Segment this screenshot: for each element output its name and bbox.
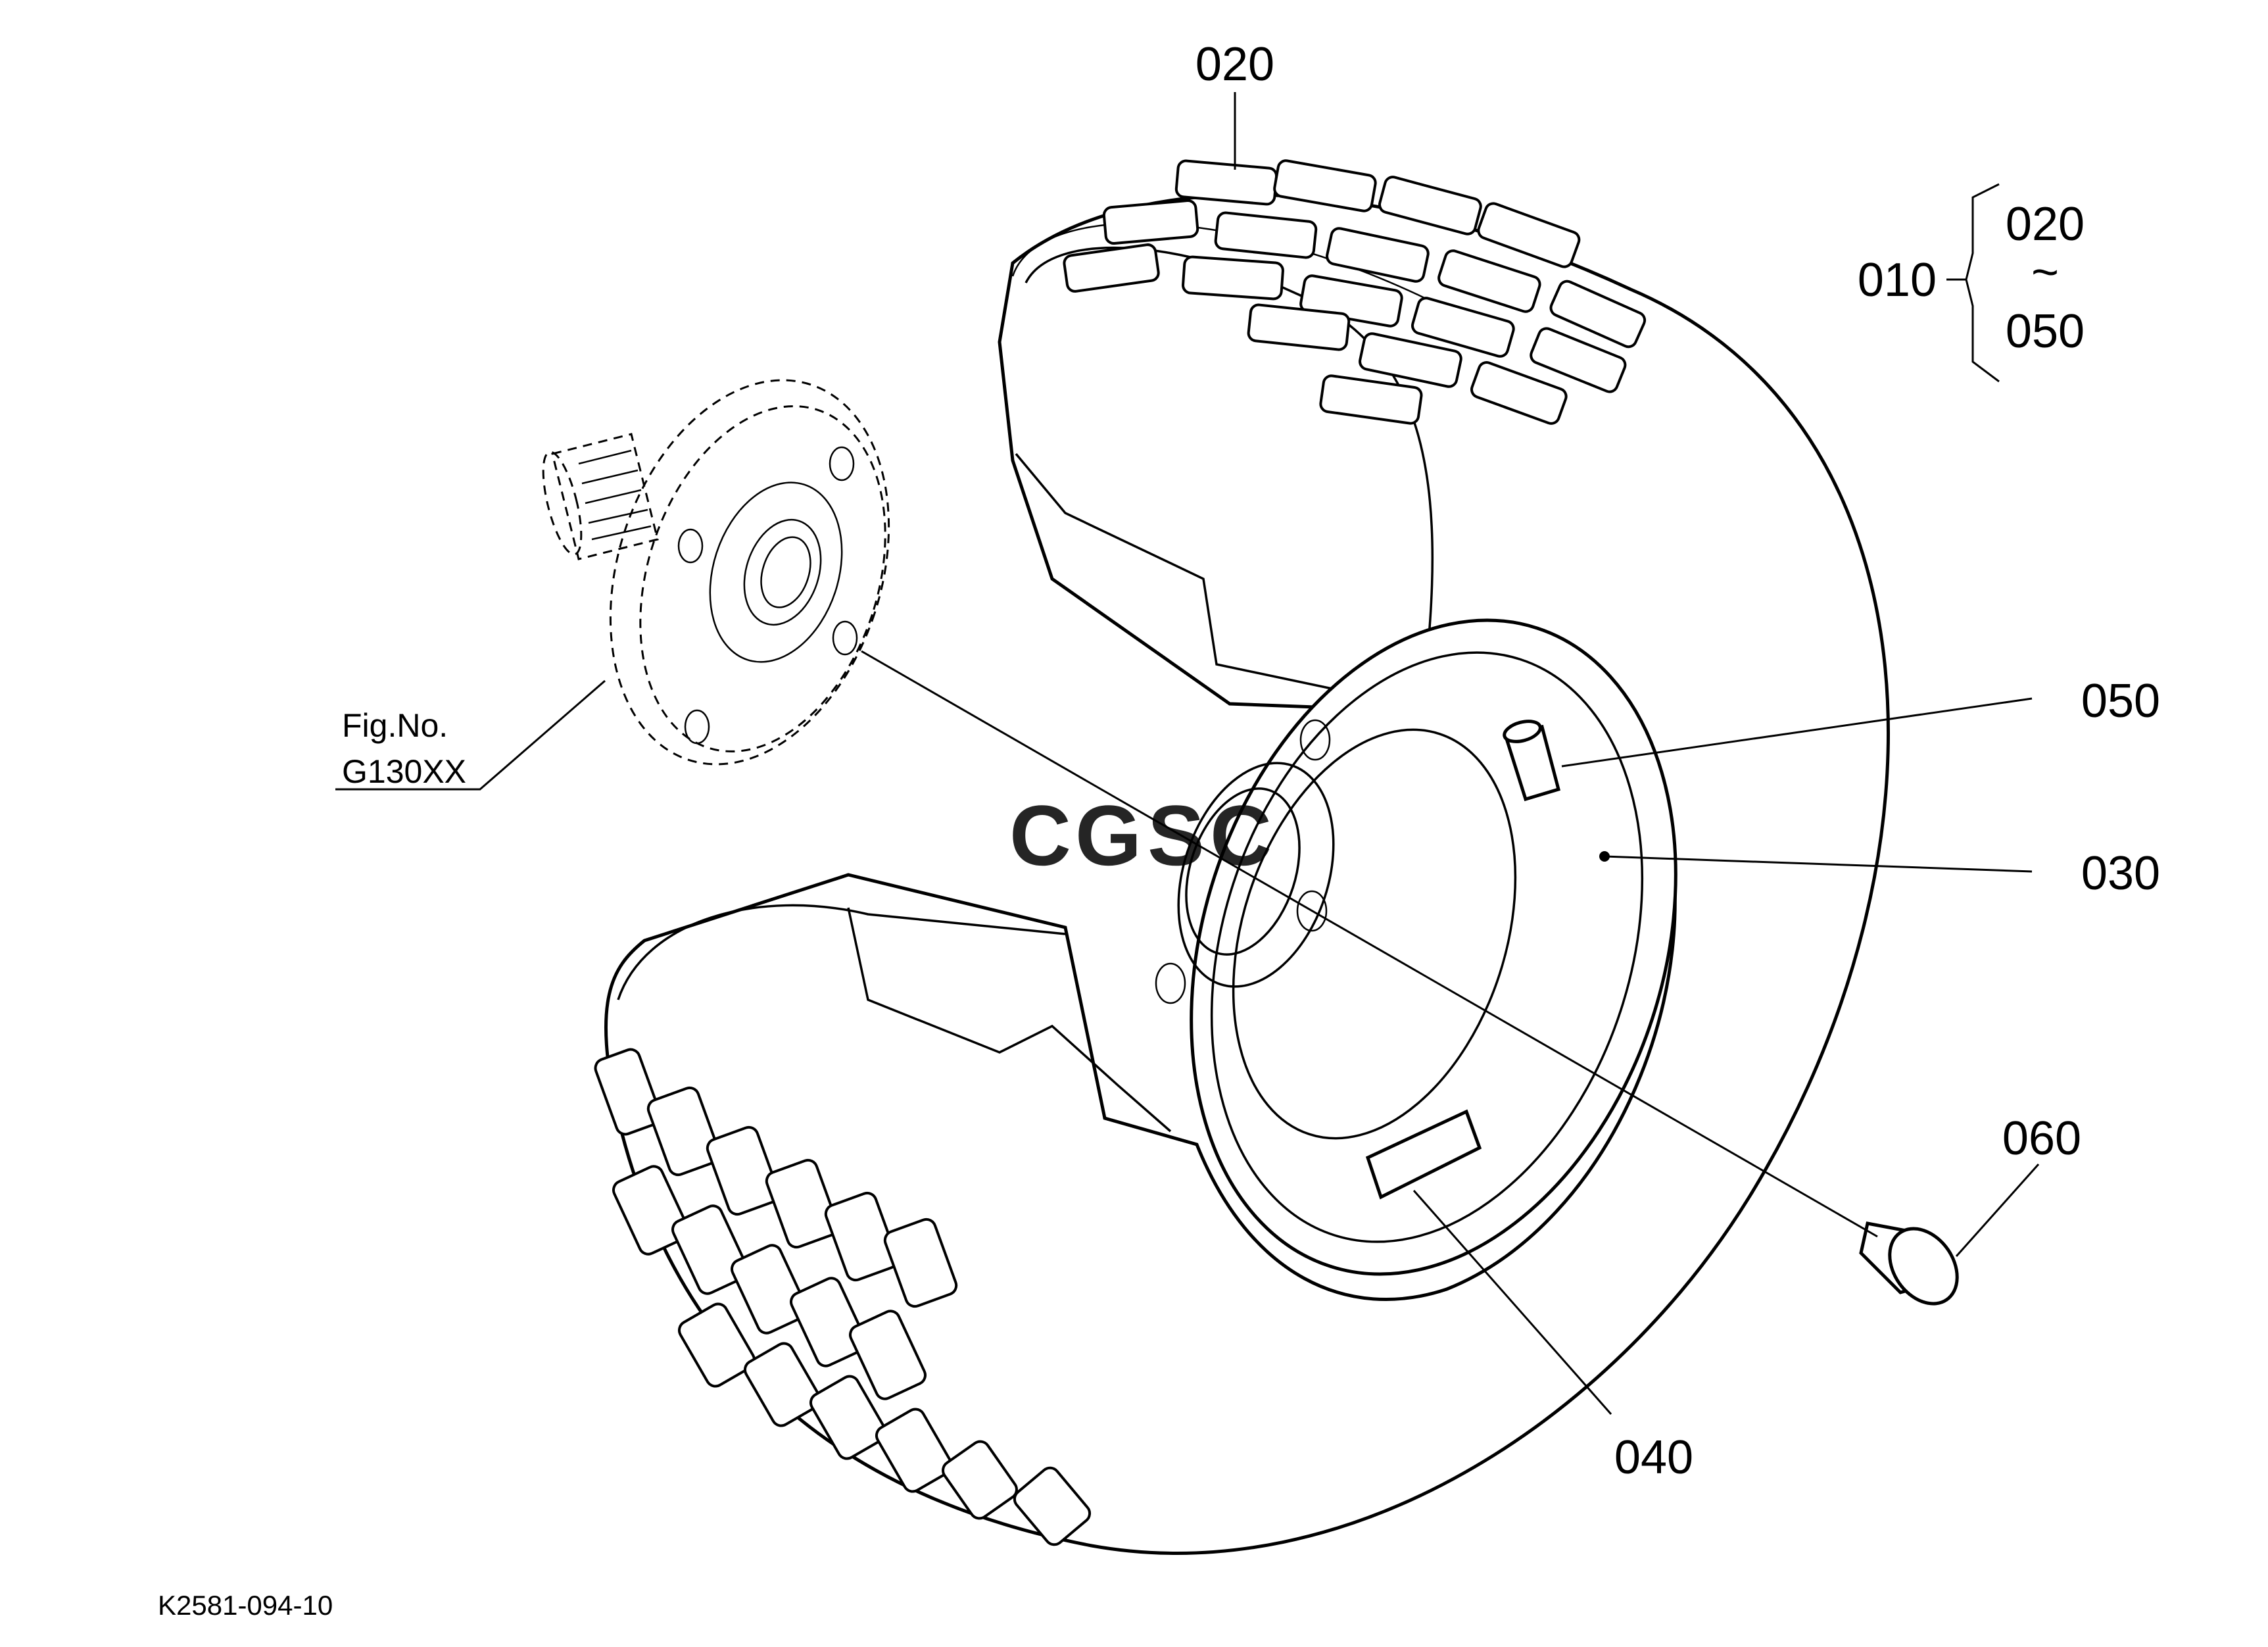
tread-lower	[594, 1048, 1092, 1546]
wheel-bolt	[1859, 1221, 1959, 1306]
callout-020-range: 020	[2006, 198, 2085, 251]
figure-reference: Fig.No. G130XX	[342, 707, 466, 790]
leader-lines	[335, 92, 2040, 1415]
figure-ref-number: G130XX	[342, 753, 466, 790]
callout-050-range: 050	[2006, 305, 2085, 358]
watermark: C G S C	[1009, 787, 1272, 883]
figure-ref-label: Fig.No.	[342, 707, 448, 744]
callout-030: 030	[2081, 847, 2160, 900]
callout-060: 060	[2002, 1112, 2081, 1165]
watermark-letter-c2: C	[1210, 787, 1272, 883]
callout-010: 010	[1858, 254, 1937, 307]
watermark-letter-g: G	[1075, 787, 1142, 883]
rim-weight	[1365, 1109, 1482, 1200]
callout-040: 040	[1614, 1431, 1693, 1484]
hub-flange	[542, 379, 890, 766]
callout-050: 050	[2081, 675, 2160, 727]
callouts: 020 010 020 ~ 050 050 030 060 040	[1195, 38, 2160, 1484]
callout-020-top: 020	[1195, 38, 1274, 91]
valve	[1503, 720, 1561, 802]
watermark-letter-s: S	[1147, 787, 1205, 883]
watermark-letter-c1: C	[1009, 787, 1071, 883]
range-separator: ~	[2031, 246, 2059, 299]
tread-upper	[1063, 159, 1647, 425]
document-id: K2581-094-10	[158, 1590, 333, 1621]
